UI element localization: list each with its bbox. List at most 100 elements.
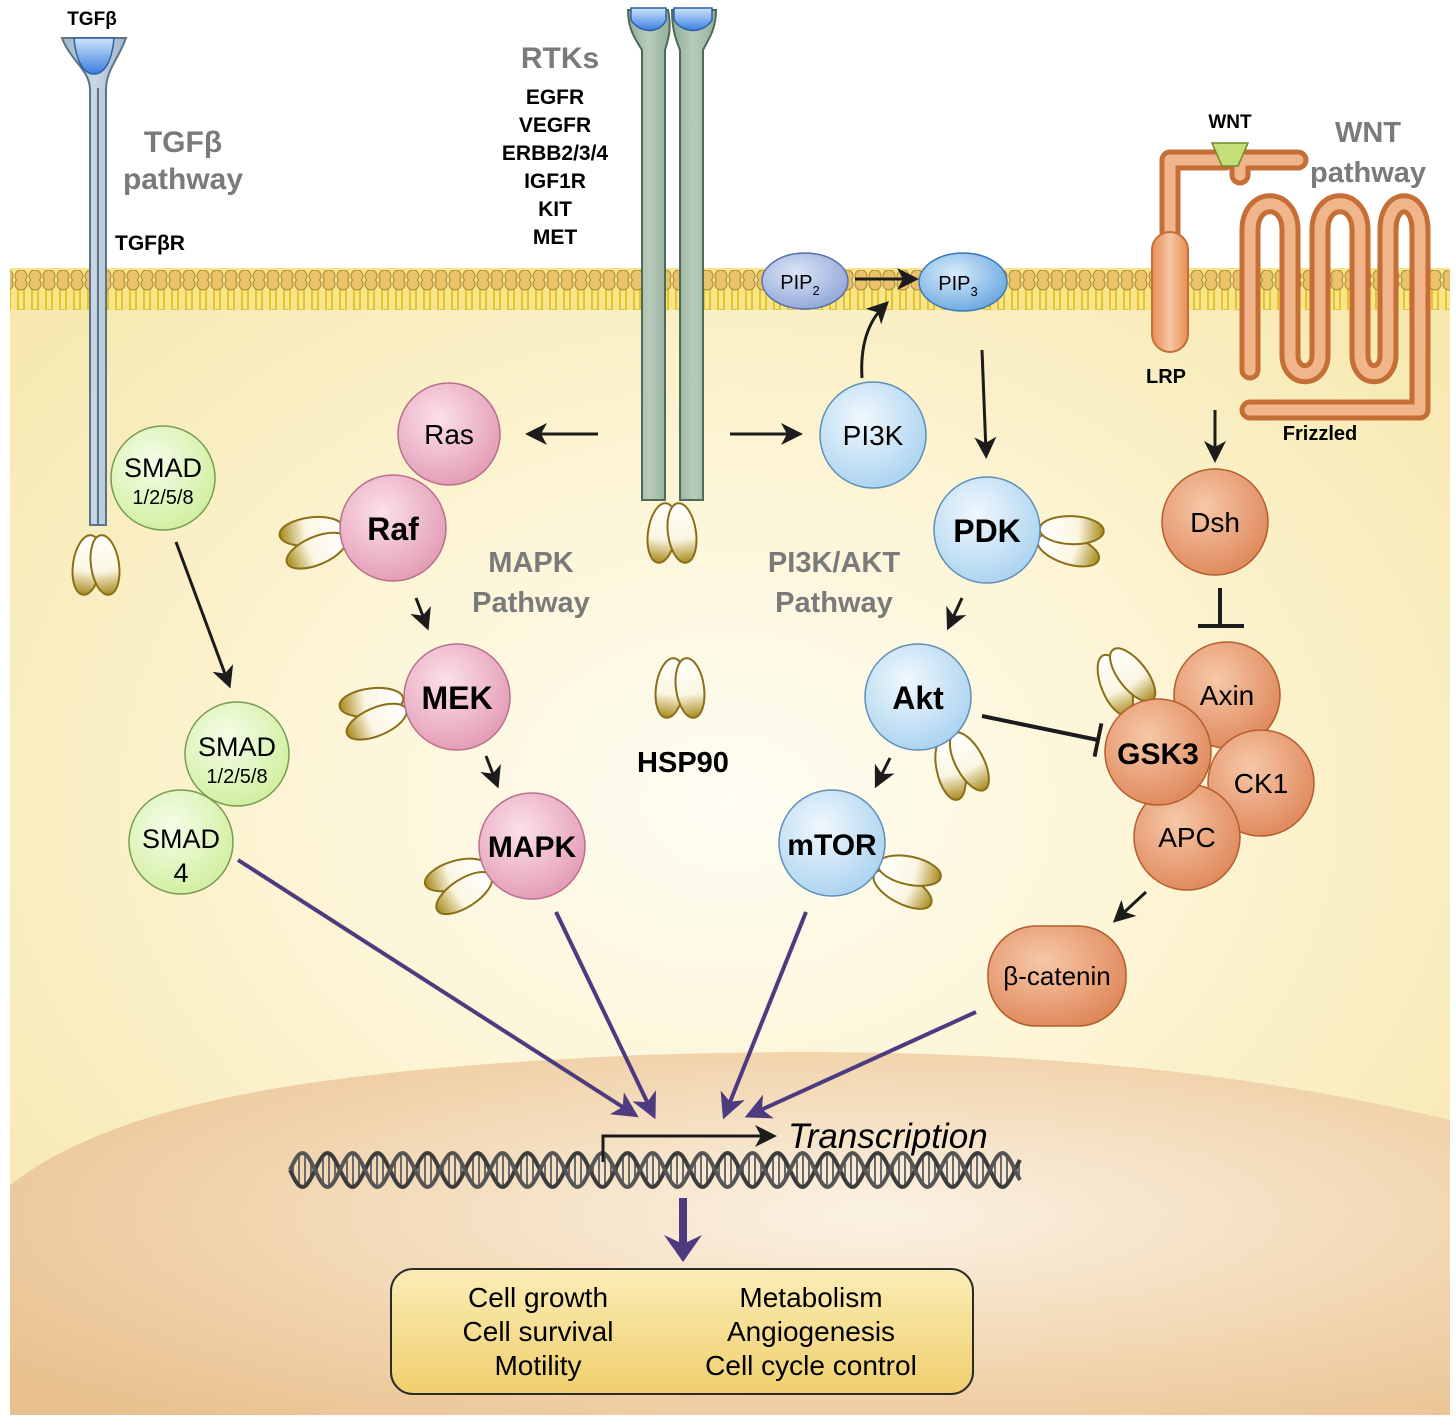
mapk-label: MAPK: [488, 831, 577, 864]
ck1-node: CK1: [1207, 729, 1315, 837]
ras-node: Ras: [397, 382, 501, 486]
mtor-label: mTOR: [787, 829, 877, 862]
rtk-list-item: VEGFR: [519, 114, 591, 137]
ck1-label: CK1: [1234, 768, 1288, 799]
mtor-hsp90: [872, 854, 942, 910]
smad-4-node: SMAD 4: [128, 789, 234, 895]
rtk-title: RTKs: [521, 42, 599, 75]
smad-complex-a-line2: 1/2/5/8: [206, 766, 267, 788]
outcome-right-item: Cell cycle control: [705, 1350, 917, 1381]
smad-complex-b-line1: SMAD: [142, 824, 220, 854]
wnt-pathway-title-line2: pathway: [1310, 157, 1426, 189]
outcome-left-item: Cell survival: [463, 1316, 614, 1347]
arrow-apc-to-bcatenin: [1112, 890, 1148, 923]
outcome-right-item: Metabolism: [739, 1282, 882, 1313]
svg-text:PIP3: PIP3: [938, 273, 977, 299]
akt-node: Akt: [864, 643, 972, 751]
wnt-ligand-label: WNT: [1208, 112, 1252, 133]
arrow-akt-to-mtor: [874, 757, 895, 789]
smad-upper-label-line2: 1/2/5/8: [132, 487, 193, 509]
hsp90-icon: [654, 657, 706, 719]
arrow-raf-to-mek: [410, 597, 431, 631]
gsk3-node: GSK3: [1104, 698, 1212, 806]
pi3k-node: PI3K: [819, 381, 927, 489]
tgfb-pathway-title-line1: TGFβ: [144, 126, 222, 159]
dna-strand: [288, 1150, 1022, 1190]
rtk-list-item: EGFR: [526, 86, 584, 109]
arrow-smad-to-complex: [174, 541, 234, 689]
pi3k-pathway-title-line2: Pathway: [775, 587, 893, 619]
dsh-node: Dsh: [1161, 468, 1269, 576]
svg-text:PIP2: PIP2: [780, 272, 819, 298]
pip2-subscript: 2: [813, 283, 820, 298]
outcome-right-item: Angiogenesis: [727, 1316, 895, 1347]
pip3-label: PIP: [938, 273, 970, 295]
pip2-label: PIP: [780, 272, 812, 294]
smad-1-2-5-8-node: SMAD 1/2/5/8: [110, 425, 216, 531]
gsk3-label: GSK3: [1117, 738, 1199, 771]
hsp90-label: HSP90: [637, 747, 729, 779]
arrow-mtor-to-transcription: [720, 911, 808, 1120]
raf-node: Raf: [339, 474, 447, 582]
tgfb-ligand: [73, 37, 115, 75]
axin-label: Axin: [1200, 680, 1254, 711]
arrow-pi3k-to-membrane: [860, 301, 889, 379]
apc-label: APC: [1158, 822, 1216, 853]
inhibit-akt-to-gsk3: [981, 714, 1104, 758]
pi3k-label: PI3K: [843, 420, 904, 451]
pdk-node: PDK: [933, 476, 1041, 584]
pip2-node: PIP2: [761, 252, 849, 310]
lrp-receptor: [1151, 231, 1189, 353]
cellular-outcomes-box: Cell growth Cell survival Motility Metab…: [390, 1268, 974, 1395]
dna-helix: [288, 1150, 1022, 1190]
arrow-mek-to-mapk: [480, 755, 501, 789]
arrow-pdk-to-akt: [946, 597, 967, 631]
pip3-subscript: 3: [971, 284, 978, 299]
pi3k-pathway-title-line1: PI3K/AKT: [768, 547, 900, 579]
rtk-list: EGFR VEGFR ERBB2/3/4 IGF1R KIT MET: [502, 86, 609, 249]
rtk-list-item: ERBB2/3/4: [502, 142, 609, 165]
smad-1-2-5-8-complex-node: SMAD 1/2/5/8: [184, 701, 290, 807]
raf-hsp90: [278, 515, 348, 570]
pdk-hsp90: [1036, 515, 1105, 568]
cell-membrane: [10, 268, 1450, 310]
arrow-pip3-to-pdk: [974, 349, 997, 459]
smad-upper-label-line1: SMAD: [124, 453, 202, 483]
smad-complex-b-line2: 4: [173, 858, 188, 888]
frizzled-label: Frizzled: [1283, 423, 1357, 445]
transcription-start-arrow: [601, 1125, 777, 1162]
outcome-left-item: Cell growth: [468, 1282, 608, 1313]
mek-hsp90: [338, 686, 408, 741]
mapk-node: MAPK: [478, 792, 586, 900]
mapk-pathway-title-line2: Pathway: [472, 587, 590, 619]
wnt-ligand: [1210, 142, 1250, 167]
outcome-left-item: Motility: [494, 1350, 581, 1381]
ras-label: Ras: [424, 419, 474, 450]
bcatenin-label: β-catenin: [1003, 961, 1110, 991]
rtk-list-item: MET: [533, 226, 578, 249]
tgfb-receptor: [60, 37, 128, 526]
arrow-smad-to-transcription: [236, 858, 639, 1118]
dna-strand: [288, 1150, 1022, 1190]
arrow-to-outcomes-head: [664, 1235, 702, 1262]
tgfb-receptor-label: TGFβR: [115, 232, 185, 255]
smad-complex-a-line1: SMAD: [198, 732, 276, 762]
pip3-node: PIP3: [918, 252, 1008, 312]
mapk-pathway-title-line1: MAPK: [488, 547, 573, 579]
tgfb-ligand-label: TGFβ: [67, 9, 117, 30]
mek-node: MEK: [403, 643, 511, 751]
arrow-bcatenin-to-transcription: [744, 1010, 977, 1119]
mapk-hsp90: [423, 857, 494, 916]
mek-label: MEK: [421, 680, 492, 716]
rtk-ligand-right: [673, 7, 713, 32]
pdk-label: PDK: [953, 513, 1021, 549]
signal-arrows-to-nucleus: [236, 858, 977, 1120]
akt-label: Akt: [892, 680, 944, 716]
dsh-label: Dsh: [1190, 507, 1240, 538]
arrow-mapk-to-transcription: [554, 911, 656, 1120]
nucleus: [10, 1052, 1450, 1415]
apc-node: APC: [1133, 783, 1241, 891]
tgfb-pathway-title-line2: pathway: [123, 163, 243, 196]
mtor-node: mTOR: [778, 789, 886, 897]
